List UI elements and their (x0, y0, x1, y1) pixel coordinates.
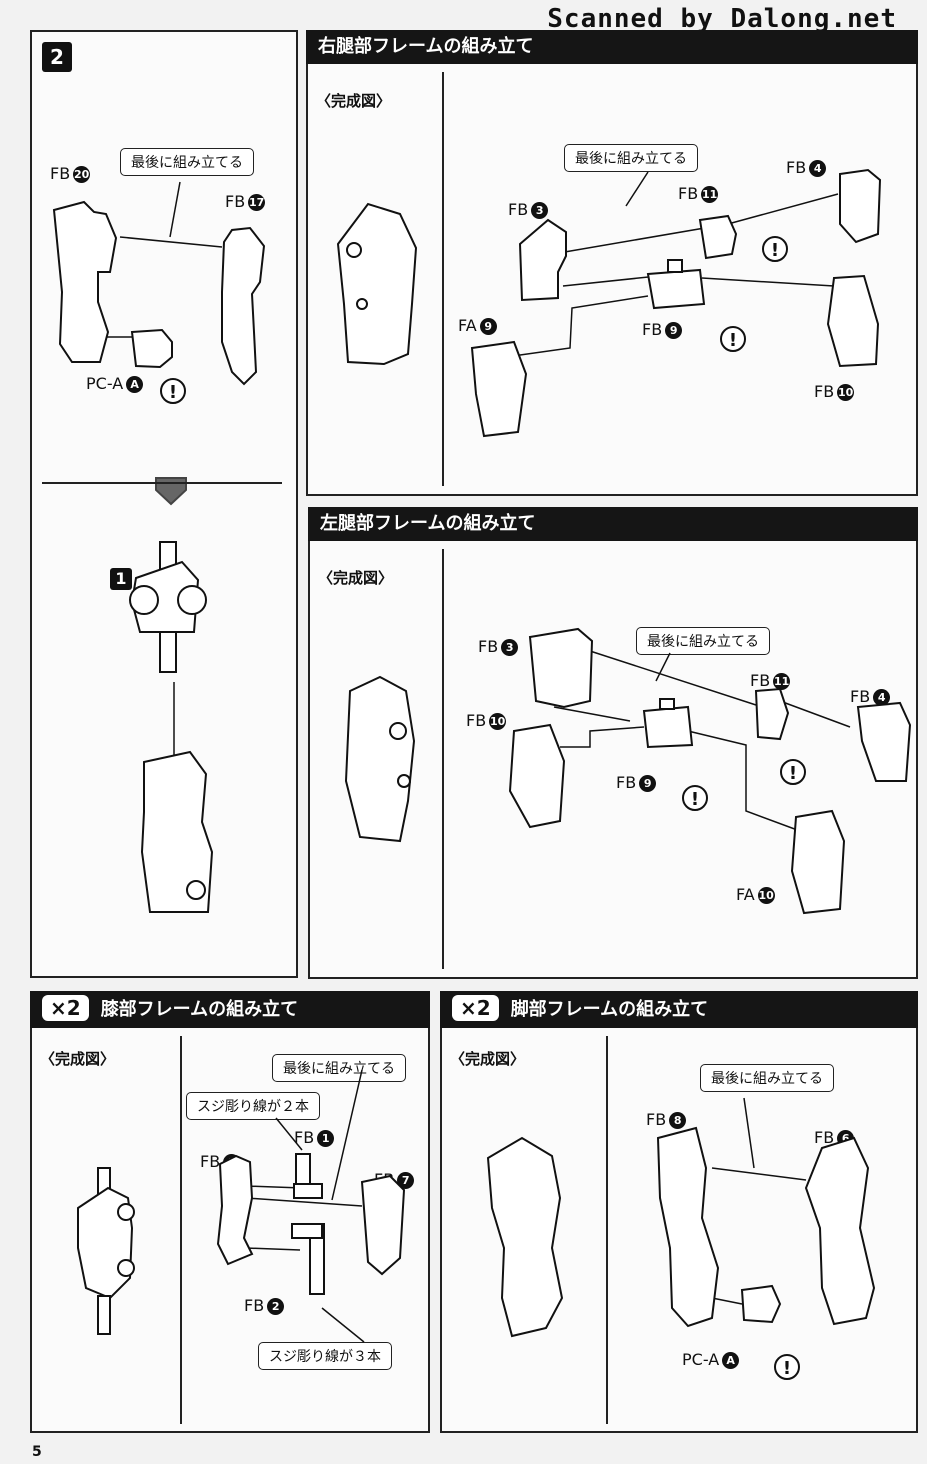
sub-step-number: 1 (110, 568, 132, 590)
left-leg-header: 左腿部フレームの組み立て (308, 507, 918, 543)
step2-sub-assembly-diagram (129, 541, 214, 913)
warning-icon: ! (720, 326, 746, 352)
callout-assemble-last: 最後に組み立てる (700, 1064, 834, 1092)
foot-header: ×2 脚部フレームの組み立て (440, 991, 918, 1029)
multiplier-badge: ×2 (42, 995, 89, 1021)
page-number: 5 (32, 1444, 42, 1460)
step-number: 2 (42, 42, 72, 72)
section-divider (442, 72, 444, 486)
section-divider (606, 1036, 608, 1424)
step-divider (42, 482, 282, 484)
step2-parts-diagram (52, 181, 266, 506)
completed-label: 〈完成図〉 (450, 1050, 526, 1068)
right-leg-parts-diagram (470, 168, 882, 438)
foot-completed-diagram (486, 1136, 564, 1338)
note-three-lines: スジ彫り線が３本 (258, 1342, 392, 1370)
callout-assemble-last: 最後に組み立てる (564, 144, 698, 172)
foot-parts-diagram (656, 1097, 876, 1328)
completed-label: 〈完成図〉 (316, 92, 392, 110)
warning-icon: ! (780, 759, 806, 785)
knee-title: 膝部フレームの組み立て (100, 999, 299, 1020)
callout-assemble-last: 最後に組み立てる (636, 627, 770, 655)
note-two-lines: スジ彫り線が２本 (186, 1092, 320, 1120)
callout-assemble-last: 最後に組み立てる (120, 148, 254, 176)
knee-panel: 〈完成図〉 最後に組み立てる スジ彫り線が２本 スジ彫り線が３本 FB1 FB5… (30, 1028, 430, 1433)
warning-icon: ! (762, 236, 788, 262)
knee-completed-diagram (77, 1167, 135, 1335)
left-leg-parts-diagram (508, 627, 912, 915)
callout-assemble-last: 最後に組み立てる (272, 1054, 406, 1082)
section-divider (442, 549, 444, 969)
knee-header: ×2 膝部フレームの組み立て (30, 991, 430, 1029)
left-leg-completed-diagram (344, 675, 416, 843)
warning-icon: ! (774, 1354, 800, 1380)
foot-title: 脚部フレームの組み立て (510, 999, 709, 1020)
warning-icon: ! (682, 785, 708, 811)
watermark: Scanned by Dalong.net (547, 4, 897, 34)
right-leg-header: 右腿部フレームの組み立て (306, 30, 918, 66)
warning-icon: ! (160, 378, 186, 404)
section-divider (180, 1036, 182, 1424)
right-leg-completed-diagram (336, 202, 418, 366)
knee-parts-diagram (216, 1069, 406, 1343)
completed-label: 〈完成図〉 (40, 1050, 116, 1068)
completed-label: 〈完成図〉 (318, 569, 394, 587)
multiplier-badge: ×2 (452, 995, 499, 1021)
